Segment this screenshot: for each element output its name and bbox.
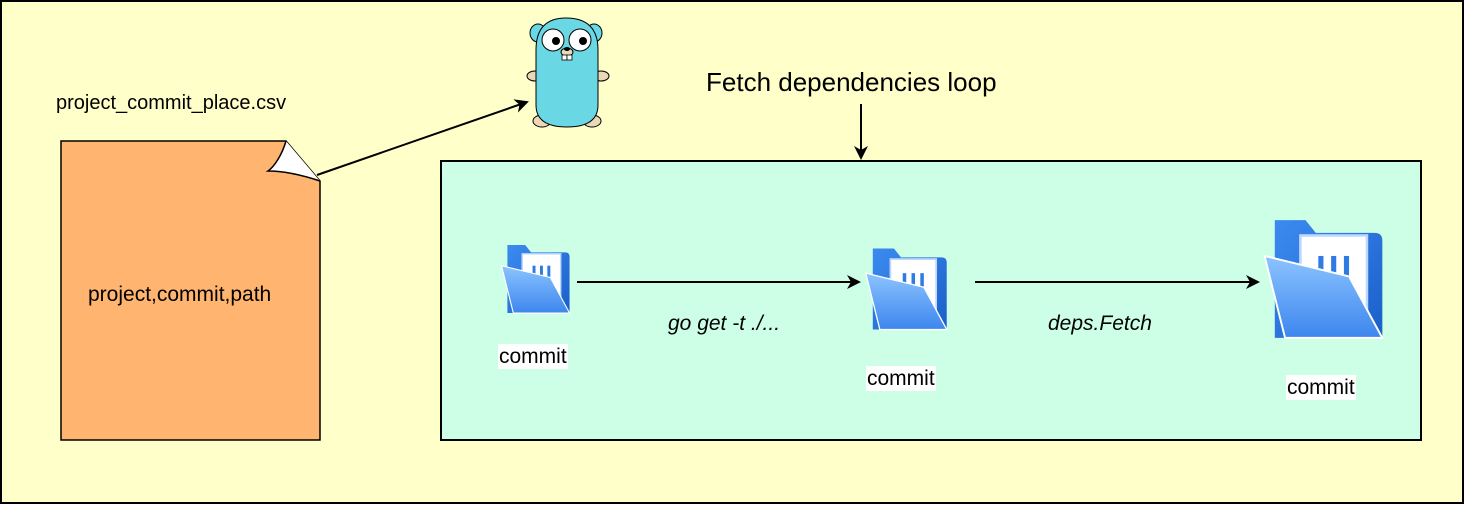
arrow-doc-to-gopher (316, 99, 529, 176)
go-gopher-icon (526, 17, 610, 128)
folder-icon (500, 244, 571, 314)
commit-label: commit (498, 344, 568, 369)
commit-label: commit (866, 366, 936, 391)
loop-title: Fetch dependencies loop (706, 67, 997, 97)
edge-label: deps.Fetch (1048, 312, 1152, 335)
document-fold (265, 140, 321, 182)
document-text: project,commit,path (88, 283, 272, 306)
folder-icon (1263, 218, 1384, 340)
folder-icon (864, 247, 948, 331)
commit-label: commit (1286, 375, 1356, 400)
edge-label: go get -t ./... (668, 312, 781, 335)
csv-document (60, 140, 321, 441)
file-name-label: project_commit_place.csv (56, 92, 287, 114)
